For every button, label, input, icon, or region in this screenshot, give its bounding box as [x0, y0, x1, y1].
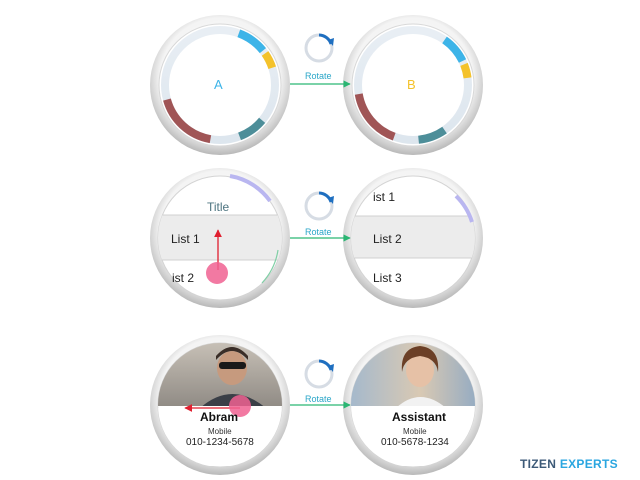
arc-yellow [354, 25, 472, 144]
list-item[interactable]: List 2 [373, 232, 402, 246]
arc-yellow [161, 25, 279, 144]
center-label-a: A [214, 77, 223, 92]
contact-name: Abram [200, 410, 239, 424]
arc-blue [161, 26, 279, 144]
arc-teal [161, 26, 279, 144]
list-item[interactable]: ist 2 [172, 271, 195, 285]
rotate-label: Rotate [305, 71, 332, 81]
touch-point [206, 262, 228, 284]
brand-word-2: EXPERTS [559, 457, 618, 471]
row3-watch-before [150, 335, 290, 475]
rotate-label: Rotate [305, 227, 332, 237]
row1-watch-before [150, 15, 290, 155]
row3-watch-after [343, 335, 483, 475]
row1-watch-after [343, 15, 483, 155]
arc-teal [354, 26, 472, 144]
row1-rotate-icon [304, 33, 334, 63]
list-item[interactable]: List 3 [373, 271, 402, 285]
scroll-indicator [229, 174, 272, 203]
list-title: Title [207, 200, 230, 214]
contact-phone[interactable]: 010-5678-1234 [381, 437, 449, 448]
brand-word-1: TIZEN [520, 457, 557, 471]
touch-point [229, 395, 251, 417]
row2-rotate-icon [304, 191, 334, 221]
contact-phone[interactable]: 010-1234-5678 [186, 437, 254, 448]
contact-name: Assistant [392, 410, 447, 424]
brand-logo: TIZEN EXPERTS [520, 457, 618, 471]
center-label-b: B [407, 77, 416, 92]
list-item[interactable]: ist 1 [373, 190, 396, 204]
contact-phone-label: Mobile [403, 427, 427, 436]
row2-watch-after [343, 168, 483, 308]
row3-rotate-icon [304, 359, 334, 389]
scroll-indicator [454, 194, 474, 223]
contact-phone-label: Mobile [208, 427, 232, 436]
row2-watch-before [150, 168, 290, 308]
list-item[interactable]: List 1 [171, 232, 200, 246]
rotate-label: Rotate [305, 394, 332, 404]
